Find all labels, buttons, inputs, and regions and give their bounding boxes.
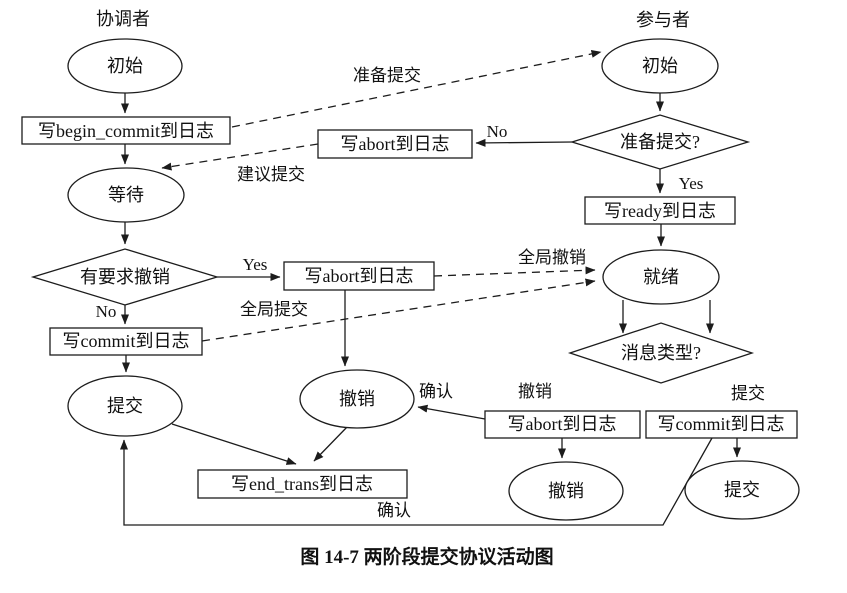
coord-begin-commit-label: 写begin_commit到日志 (38, 121, 214, 141)
edge-label-abort-branch: 撤销 (518, 382, 552, 401)
edge-label-no-top: No (487, 122, 508, 141)
figure-caption: 图 14-7 两阶段提交协议活动图 (300, 545, 553, 568)
part-write-abort-top-box (317, 129, 473, 159)
edge-label-yes-right: Yes (679, 174, 704, 193)
edge-label-commit-branch: 提交 (731, 384, 765, 403)
coord-write-abort-box (283, 261, 435, 291)
coord-abort-state (299, 369, 415, 429)
edge-msg-vote-commit (161, 143, 319, 171)
coord-begin-commit-box (21, 116, 231, 145)
part-initial-state (601, 38, 719, 94)
edge-label-vote-commit: 建议提交 (237, 165, 305, 184)
part-initial-label: 初始 (642, 56, 678, 76)
part-abort-label: 撤销 (548, 481, 584, 501)
part-ready-state (602, 249, 720, 305)
coord-write-abort-label: 写abort到日志 (305, 266, 414, 286)
coord-write-commit-label: 写commit到日志 (63, 331, 190, 351)
edge-label-global-commit: 全局提交 (240, 300, 308, 319)
edge-msg-global-abort (433, 266, 596, 277)
edge-label-prepare-commit: 准备提交 (353, 66, 421, 85)
coordinator-title: 协调者 (96, 9, 150, 29)
part-write-abort-label: 写abort到日志 (508, 414, 617, 434)
participant-title: 参与者 (636, 10, 690, 30)
part-write-commit-label: 写commit到日志 (658, 414, 785, 434)
edge-label-no-left: No (96, 302, 117, 321)
edge-msg-prepare-commit (231, 49, 602, 128)
edge-prepare-no-to-write-abort-top (475, 138, 573, 147)
edge-ack-to-coord-abort (417, 404, 486, 420)
coord-initial-label: 初始 (107, 56, 143, 76)
edge-msg-global-commit (201, 278, 596, 342)
edge-label-ack-bottom: 确认 (377, 501, 411, 520)
coord-abort-label: 撤销 (339, 389, 375, 409)
part-commit-state (684, 460, 800, 520)
coord-end-trans-box (197, 469, 408, 499)
part-write-ready-label: 写ready到日志 (604, 201, 716, 221)
coord-commit-label: 提交 (107, 396, 143, 416)
coord-abort-request-decision (30, 248, 220, 306)
edge-label-global-abort: 全局撤销 (518, 248, 586, 267)
coord-end-trans-label: 写end_trans到日志 (231, 474, 373, 494)
coord-initial-state (67, 38, 183, 94)
coord-wait-label: 等待 (108, 185, 144, 205)
coord-abort-request-label: 有要求撤销 (80, 267, 170, 287)
part-write-ready-box (584, 196, 736, 225)
part-commit-label: 提交 (724, 480, 760, 500)
coord-write-commit-box (49, 327, 203, 356)
part-write-abort-top-label: 写abort到日志 (341, 134, 450, 154)
part-prepare-commit-decision (569, 114, 751, 170)
coord-commit-state (67, 375, 183, 437)
part-ready-label: 就绪 (643, 267, 679, 287)
part-msg-type-label: 消息类型? (621, 343, 701, 363)
coord-wait-state (67, 167, 185, 223)
part-write-abort-box (484, 410, 641, 439)
edge-commit-to-end-trans (171, 423, 297, 465)
part-write-commit-box (645, 410, 798, 439)
part-prepare-commit-label: 准备提交? (620, 132, 700, 152)
edge-abort-to-end-trans (313, 425, 349, 462)
part-msg-type-decision (567, 322, 755, 384)
edge-label-ack-right: 确认 (419, 382, 453, 401)
edge-label-yes-left: Yes (243, 255, 268, 274)
part-abort-state (508, 461, 624, 521)
